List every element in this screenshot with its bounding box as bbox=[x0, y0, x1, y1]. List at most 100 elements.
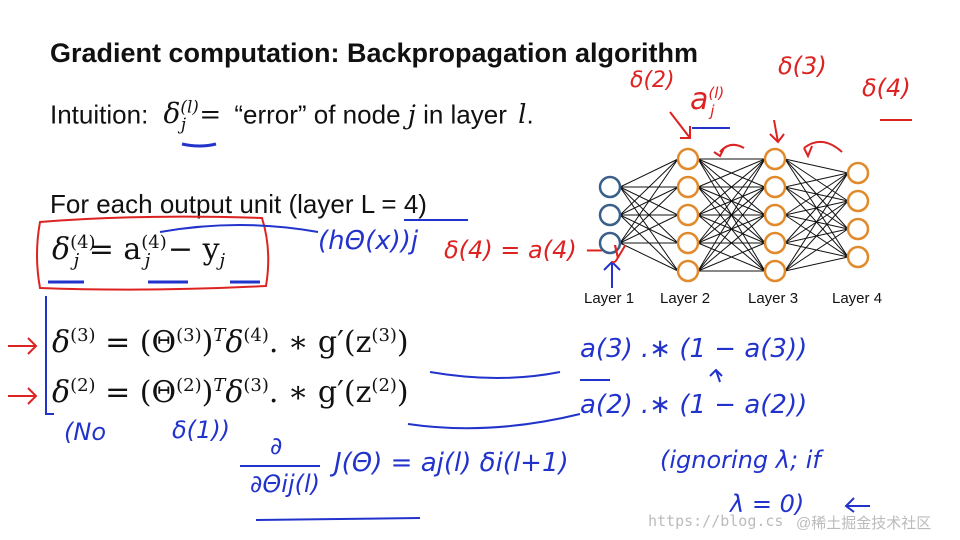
network-edge bbox=[784, 172, 849, 216]
annot-arrow-up bbox=[709, 368, 723, 383]
watermark-site: @稀土掘金技术社区 bbox=[796, 515, 932, 532]
network-node-layer-1 bbox=[598, 203, 622, 227]
eq3-link bbox=[407, 413, 581, 430]
red-box bbox=[36, 215, 270, 291]
network-edge bbox=[697, 242, 766, 272]
network-node-layer-4 bbox=[846, 245, 870, 269]
network-edge bbox=[619, 158, 679, 188]
watermark-url: https://blog.cs bbox=[648, 512, 784, 530]
eq3-delta: δ bbox=[225, 375, 244, 410]
eq2-close: ) bbox=[201, 325, 214, 360]
network-node-layer-2 bbox=[676, 259, 700, 283]
network-edge bbox=[697, 214, 766, 272]
red-back-arc-2 bbox=[803, 141, 843, 159]
network-edge bbox=[697, 186, 766, 272]
intuition-line: Intuition: δ(l)j = “error” of node j in … bbox=[50, 97, 534, 134]
network-edge bbox=[619, 158, 679, 216]
eq2-lhs: δ bbox=[52, 325, 71, 360]
red-arrow-eq3 bbox=[8, 387, 38, 405]
layer-label-1: Layer 1 bbox=[584, 290, 635, 307]
input-arrow bbox=[603, 260, 621, 288]
eq3-z-sup: (2) bbox=[371, 375, 397, 396]
network-edge bbox=[697, 158, 766, 188]
eq2-end: ) bbox=[396, 325, 409, 360]
eq2-gprime: . ∗ g′(z bbox=[268, 325, 372, 360]
intuition-delta: δ(l)j bbox=[163, 97, 199, 134]
network-edge bbox=[619, 214, 679, 244]
eq1-rhs-y-sub: j bbox=[219, 250, 226, 271]
eq3-theta-sup: (2) bbox=[176, 375, 202, 396]
eq3-lhs-sup: (2) bbox=[70, 375, 96, 396]
eq1-rhs-a: = a bbox=[88, 232, 142, 267]
hw-a2-term: a(2) .∗ (1 − a(2)) bbox=[580, 390, 808, 420]
network-edge bbox=[697, 158, 766, 216]
eq2-transpose: T bbox=[213, 325, 226, 346]
delta-sup: (l) bbox=[180, 97, 199, 117]
equation-delta3: δ(3) = (Θ(3))Tδ(4). ∗ g′(z(3)) bbox=[52, 325, 409, 360]
intuition-inlayer: in layer bbox=[423, 99, 507, 130]
delta-symbol: δ bbox=[163, 97, 181, 131]
equation-delta2: δ(2) = (Θ(2))Tδ(3). ∗ g′(z(2)) bbox=[52, 375, 409, 410]
hw-grad-rhs: J(Θ) = aj(l) δi(l+1) bbox=[334, 448, 569, 478]
hw-delta1: δ(1)) bbox=[172, 416, 231, 444]
layer-label-2: Layer 2 bbox=[660, 290, 711, 307]
eq2-theta-sup: (3) bbox=[176, 325, 202, 346]
eq3-delta-sup: (3) bbox=[243, 375, 269, 396]
intuition-l: l bbox=[518, 100, 527, 131]
hw-ignore-2: λ = 0) bbox=[730, 490, 805, 518]
network-node-layer-4 bbox=[846, 161, 870, 185]
hw-delta2: δ(2) bbox=[630, 68, 675, 93]
network-edge bbox=[619, 158, 679, 244]
eq3-transpose: T bbox=[213, 375, 226, 396]
slide-title: Gradient computation: Backpropagation al… bbox=[50, 38, 699, 68]
network-edge bbox=[697, 158, 766, 244]
eq1-rhs-y: − y bbox=[167, 232, 220, 267]
link-arc bbox=[159, 224, 319, 233]
network-node-layer-4 bbox=[846, 189, 870, 213]
hw-delta3: δ(3) bbox=[778, 52, 827, 80]
hw-delta4-eq: δ(4) = a(4) − y bbox=[444, 236, 627, 264]
eq2-link bbox=[429, 371, 561, 379]
network-node-layer-1 bbox=[598, 231, 622, 255]
intuition-equals: = bbox=[199, 100, 222, 131]
network-edge bbox=[619, 242, 679, 272]
network-node-layer-3 bbox=[763, 175, 787, 199]
network-node-layer-2 bbox=[676, 203, 700, 227]
grad-underline bbox=[255, 517, 421, 521]
intuition-j: j bbox=[407, 100, 416, 131]
network-node-layer-2 bbox=[676, 147, 700, 171]
network-edge bbox=[784, 228, 849, 272]
eq1-rhs-sub: j bbox=[144, 250, 151, 271]
eq2-delta: δ bbox=[225, 325, 244, 360]
left-bracket bbox=[45, 296, 54, 415]
eq3-close: ) bbox=[201, 375, 214, 410]
red-back-arc-1 bbox=[713, 143, 745, 158]
eq1-sup: (4) bbox=[70, 232, 96, 253]
red-arrow-eq2 bbox=[8, 337, 38, 355]
hw-aj-sup: (l) bbox=[708, 84, 725, 102]
hw-aj-a: a bbox=[690, 82, 709, 117]
network-node-layer-3 bbox=[763, 203, 787, 227]
eq2-delta-sup: (4) bbox=[243, 325, 269, 346]
eq2-z-sup: (3) bbox=[371, 325, 397, 346]
eq1-delta: δ bbox=[52, 232, 71, 267]
network-node-layer-2 bbox=[676, 231, 700, 255]
network-edge bbox=[784, 200, 849, 272]
lambda-arrow bbox=[844, 497, 870, 513]
intuition-prefix: Intuition: bbox=[50, 99, 149, 130]
network-node-layer-3 bbox=[763, 147, 787, 171]
red-arrow-layer3 bbox=[769, 119, 785, 144]
hw-grad-den: ∂Θij(l) bbox=[250, 470, 321, 498]
eq3-gprime: . ∗ g′(z bbox=[268, 375, 372, 410]
intuition-quote: “error” of node bbox=[234, 99, 401, 130]
network-node-layer-1 bbox=[598, 175, 622, 199]
output-unit-line: For each output unit (layer L = 4) bbox=[50, 189, 427, 219]
delta-sub: j bbox=[180, 113, 187, 134]
red-arrow-layer2 bbox=[669, 111, 691, 139]
network-edge bbox=[697, 158, 766, 272]
layer-label-4: Layer 4 bbox=[832, 290, 883, 307]
hw-aj-sub: j bbox=[710, 102, 715, 120]
hw-a3-term: a(3) .∗ (1 − a(3)) bbox=[580, 334, 808, 364]
